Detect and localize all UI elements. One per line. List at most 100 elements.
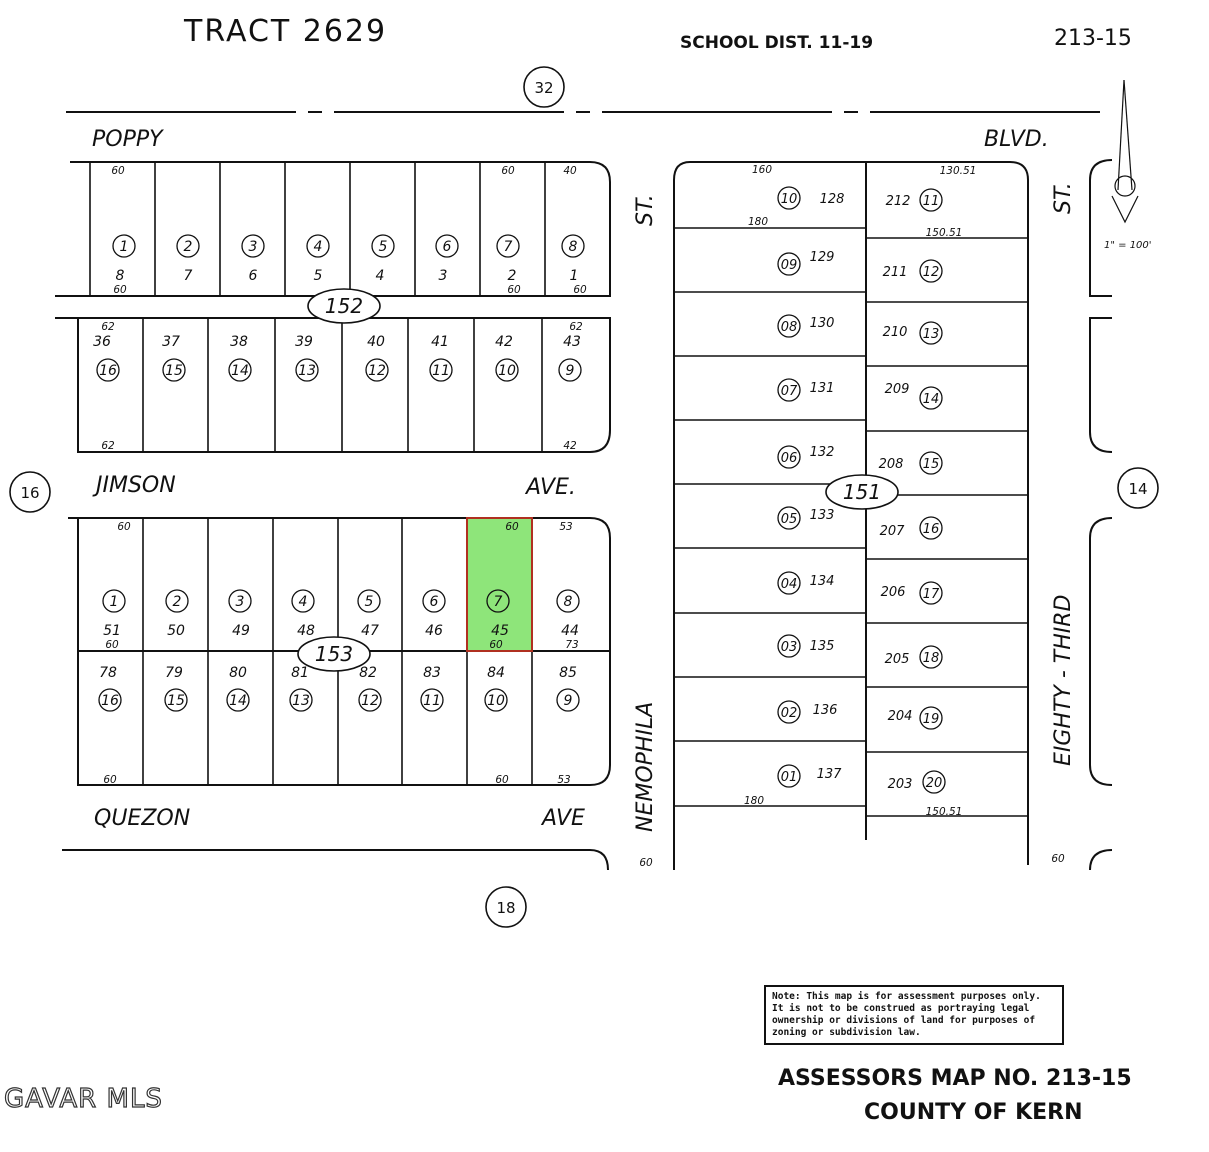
svg-text:40: 40 — [367, 334, 385, 350]
svg-text:60: 60 — [505, 521, 519, 533]
street-nemophila: NEMOPHILA — [633, 702, 658, 832]
svg-text:16: 16 — [923, 522, 940, 537]
svg-text:60: 60 — [489, 639, 503, 651]
block-153-label: 153 — [315, 642, 353, 666]
svg-text:18: 18 — [923, 651, 940, 666]
svg-text:207: 207 — [880, 524, 906, 539]
svg-text:137: 137 — [817, 767, 843, 782]
svg-text:10: 10 — [781, 192, 798, 207]
svg-text:212: 212 — [886, 194, 911, 209]
svg-text:133: 133 — [810, 508, 835, 523]
svg-text:78: 78 — [99, 665, 117, 681]
svg-text:9: 9 — [566, 363, 575, 379]
svg-text:01: 01 — [781, 770, 798, 785]
svg-text:16: 16 — [99, 363, 117, 379]
block-152-bottom-outline — [55, 317, 611, 453]
svg-text:48: 48 — [297, 623, 315, 639]
svg-text:4: 4 — [376, 268, 385, 284]
svg-text:16: 16 — [20, 484, 39, 502]
svg-text:12: 12 — [361, 693, 379, 709]
section-32-circle — [523, 66, 565, 108]
svg-text:129: 129 — [810, 250, 835, 265]
svg-text:7: 7 — [494, 594, 503, 610]
svg-text:6: 6 — [430, 594, 439, 610]
svg-text:36: 36 — [93, 334, 111, 350]
assessors-map-title: ASSESSORS MAP NO. 213-15 — [778, 1066, 1132, 1091]
svg-text:131: 131 — [810, 381, 835, 396]
svg-text:134: 134 — [810, 574, 835, 589]
svg-text:14: 14 — [231, 363, 249, 379]
svg-text:47: 47 — [361, 623, 379, 639]
svg-text:9: 9 — [564, 693, 573, 709]
svg-text:43: 43 — [563, 334, 581, 350]
street-poppy: POPPY — [92, 127, 164, 152]
svg-text:49: 49 — [232, 623, 250, 639]
svg-text:17: 17 — [923, 587, 940, 602]
svg-text:32: 32 — [534, 79, 553, 97]
svg-text:210: 210 — [883, 325, 908, 340]
svg-text:46: 46 — [425, 623, 443, 639]
svg-text:60: 60 — [573, 284, 587, 296]
svg-text:8: 8 — [569, 239, 578, 255]
svg-text:13: 13 — [298, 363, 316, 379]
block-152-top-outline — [70, 161, 611, 297]
svg-text:130: 130 — [810, 316, 835, 331]
svg-text:12: 12 — [368, 363, 386, 379]
assessment-note: Note: This map is for assessment purpose… — [764, 985, 1064, 1045]
street-jimson-ave: AVE. — [524, 475, 576, 500]
svg-text:04: 04 — [781, 577, 798, 592]
svg-text:18: 18 — [496, 899, 515, 917]
svg-text:42: 42 — [563, 440, 577, 452]
svg-text:3: 3 — [249, 239, 258, 255]
svg-text:60: 60 — [105, 639, 119, 651]
street-quezon: QUEZON — [94, 806, 190, 831]
svg-text:5: 5 — [365, 594, 374, 610]
svg-text:8: 8 — [564, 594, 573, 610]
svg-text:38: 38 — [230, 334, 248, 350]
svg-text:44: 44 — [561, 623, 579, 639]
svg-text:11: 11 — [923, 194, 940, 209]
svg-text:37: 37 — [162, 334, 180, 350]
school-dist-label: SCHOOL DIST. 11-19 — [680, 33, 873, 53]
svg-text:11: 11 — [423, 693, 441, 709]
street-blvd: BLVD. — [984, 127, 1049, 152]
svg-text:203: 203 — [888, 777, 913, 792]
section-16-circle — [9, 471, 51, 513]
svg-text:5: 5 — [314, 268, 323, 284]
block-152-label: 152 — [325, 294, 363, 318]
svg-text:60: 60 — [639, 857, 653, 869]
svg-text:1" = 100': 1" = 100' — [1104, 240, 1152, 251]
svg-text:09: 09 — [781, 258, 798, 273]
svg-text:12: 12 — [923, 265, 940, 280]
quezon-road-edge — [62, 849, 609, 871]
svg-text:40: 40 — [563, 165, 577, 177]
svg-text:80: 80 — [229, 665, 247, 681]
svg-text:03: 03 — [781, 640, 798, 655]
svg-text:205: 205 — [885, 652, 910, 667]
svg-text:60: 60 — [501, 165, 515, 177]
svg-text:204: 204 — [888, 709, 913, 724]
svg-text:41: 41 — [431, 334, 449, 350]
svg-text:206: 206 — [881, 585, 906, 600]
svg-text:128: 128 — [820, 192, 845, 207]
svg-text:60: 60 — [1051, 853, 1065, 865]
tract-label: TRACT 2629 — [183, 14, 387, 49]
svg-text:73: 73 — [565, 639, 578, 651]
svg-text:6: 6 — [443, 239, 452, 255]
svg-text:150.51: 150.51 — [926, 227, 963, 239]
block-151-oval — [825, 474, 899, 510]
svg-text:19: 19 — [923, 712, 940, 727]
svg-text:130.51: 130.51 — [940, 165, 977, 177]
svg-text:42: 42 — [495, 334, 513, 350]
svg-text:7: 7 — [184, 268, 193, 284]
svg-text:15: 15 — [165, 363, 183, 379]
svg-text:8: 8 — [116, 268, 125, 284]
svg-text:6: 6 — [249, 268, 258, 284]
svg-text:79: 79 — [165, 665, 183, 681]
street-eighty-third: EIGHTY - THIRD — [1051, 595, 1076, 766]
block-153-outline — [68, 517, 611, 786]
svg-text:05: 05 — [781, 512, 798, 527]
svg-text:13: 13 — [923, 327, 940, 342]
svg-text:2: 2 — [173, 594, 182, 610]
block-152-oval — [307, 288, 381, 324]
